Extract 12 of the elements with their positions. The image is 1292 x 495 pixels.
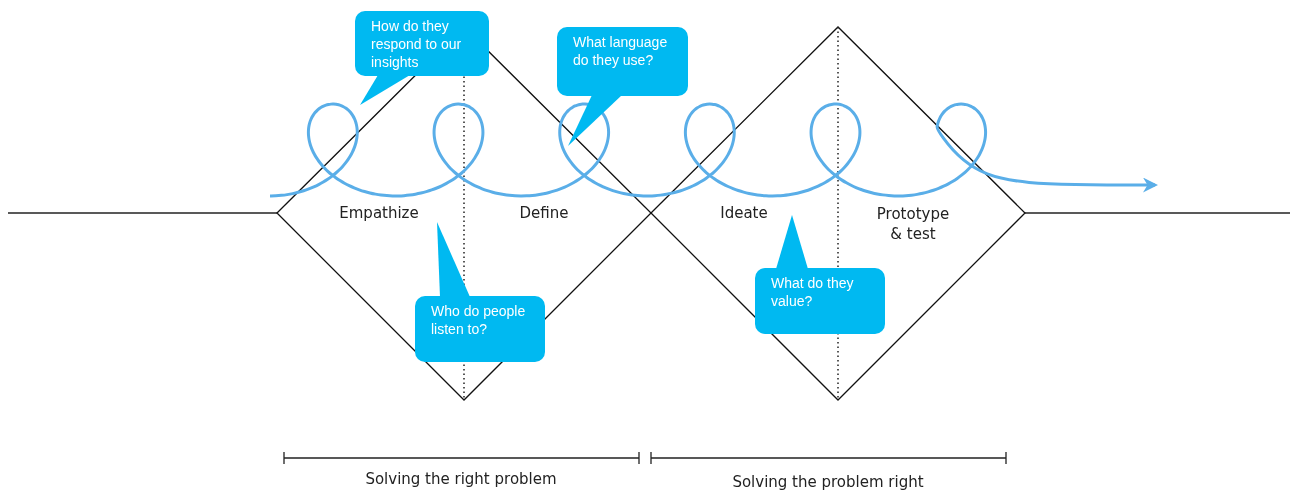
bracket-label: Solving the right problem	[365, 470, 557, 488]
bubble-text: What language do they use?	[573, 33, 669, 70]
phase-label: Define	[519, 202, 569, 224]
phase-label: Prototype & test	[875, 203, 951, 245]
bubble-text: How do they respond to our insights	[371, 17, 463, 72]
phase-label: Empathize	[339, 202, 419, 224]
bubble-text: What do they value?	[771, 274, 855, 311]
bubble-text: Who do people listen to?	[431, 302, 527, 339]
connector-line	[7, 212, 278, 214]
phase-label: Ideate	[720, 202, 768, 224]
connector-line	[1024, 212, 1291, 214]
bracket-label: Solving the problem right	[732, 473, 924, 491]
